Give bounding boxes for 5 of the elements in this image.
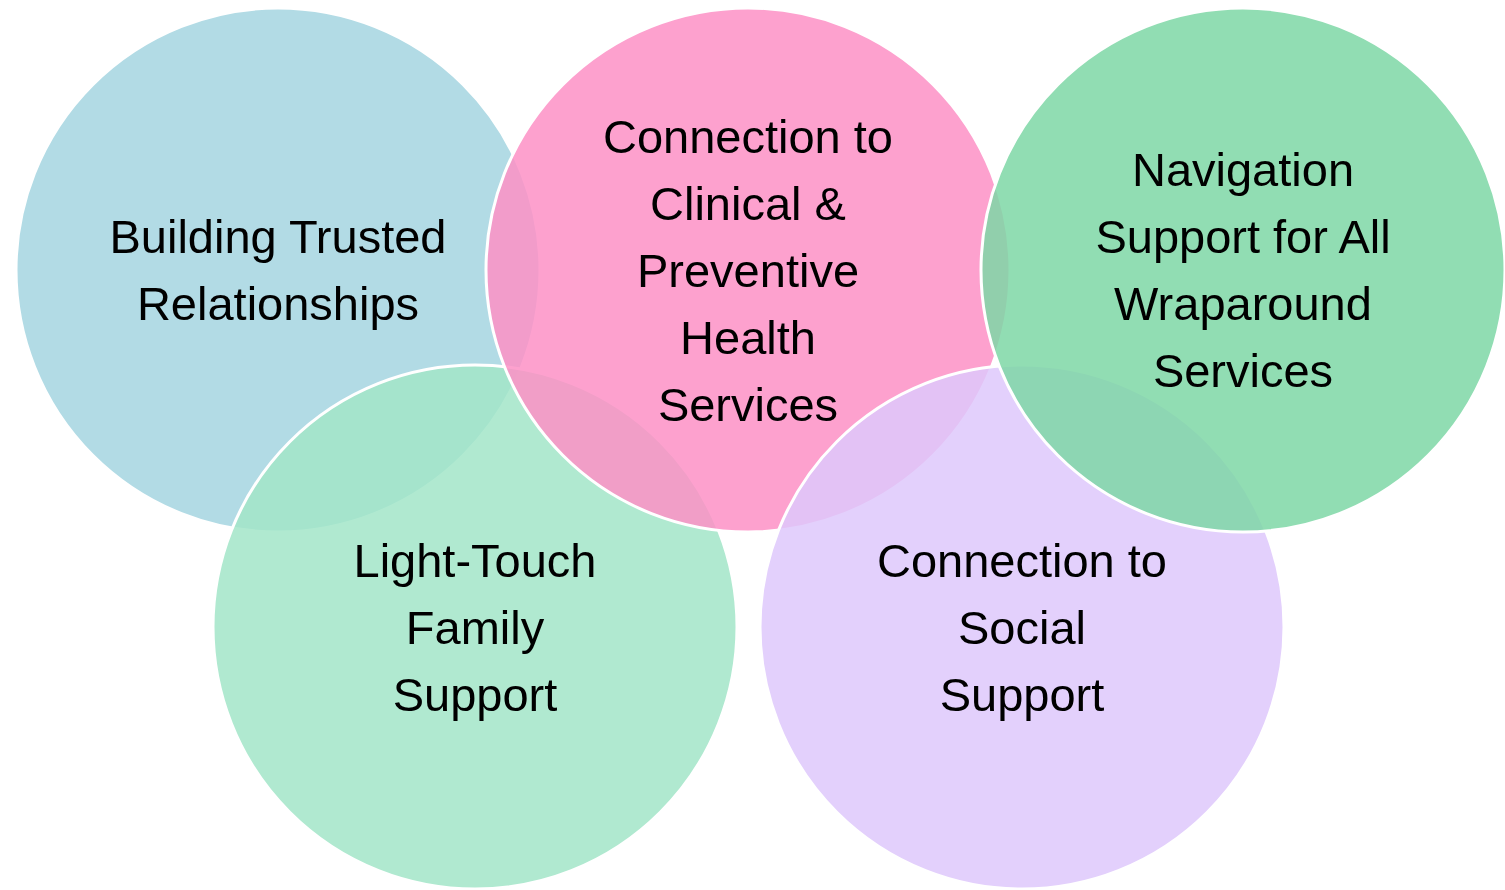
circle-label: Connection to Clinical & Preventive Health Services bbox=[601, 108, 894, 433]
circle-label: Light-Touch Family Support bbox=[352, 532, 598, 723]
circle-label: Building Trusted Relationships bbox=[108, 209, 448, 332]
circle-label: Connection to Social Support bbox=[875, 532, 1168, 723]
circle-label: Navigation Support for All Wraparound Services bbox=[1094, 142, 1392, 399]
